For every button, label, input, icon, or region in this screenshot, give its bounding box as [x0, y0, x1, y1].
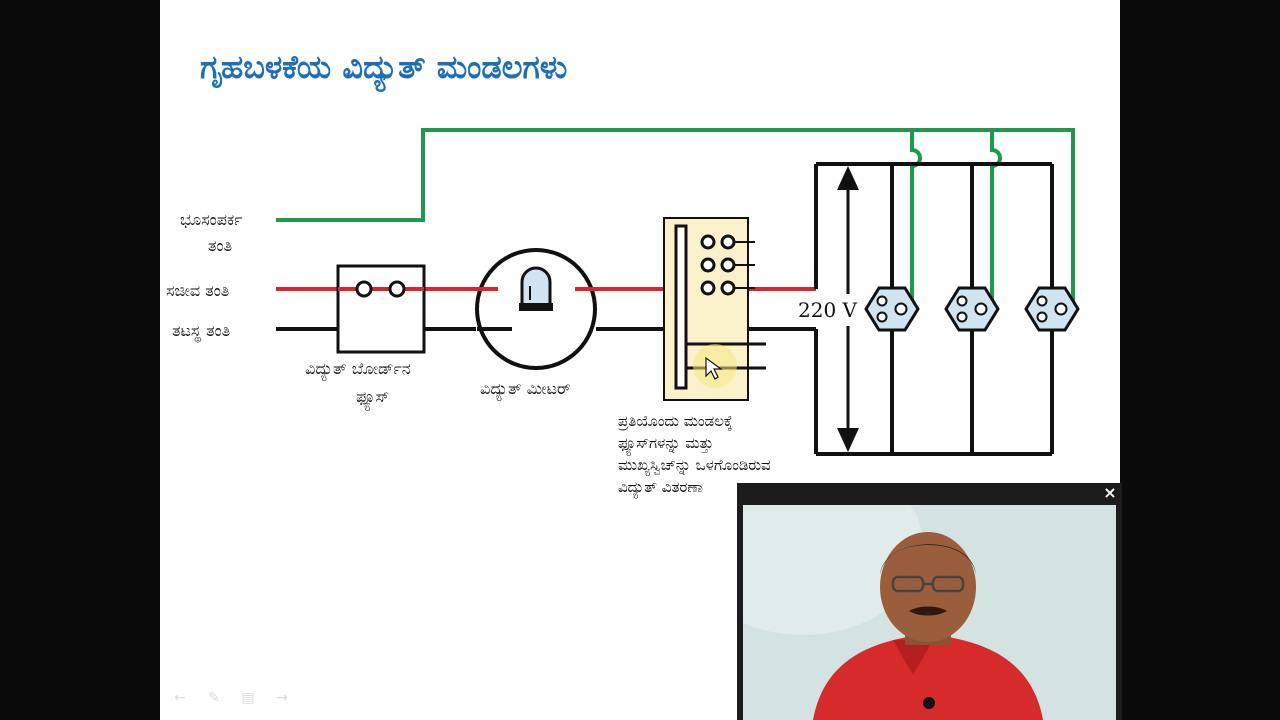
arrow-right-icon[interactable]: →: [276, 690, 288, 706]
electric-meter: [475, 248, 597, 370]
pen-icon[interactable]: ✎: [208, 690, 220, 706]
distribution-label-line1: ಪ್ರತಿಯೊಂದು ಮಂಡಲಕ್ಕೆ: [618, 412, 733, 431]
slide-title: ಗೃಹಬಳಕೆಯ ವಿದ್ಯುತ್ ಮಂಡಲಗಳು: [200, 48, 568, 86]
mouse-cursor-icon: [705, 356, 723, 380]
distribution-label-line2: ಫ್ಯೂಸ್‌ಗಳನ್ನು ಮತ್ತು: [618, 434, 713, 457]
socket-3: [1024, 286, 1080, 332]
presenter-figure: [743, 505, 1116, 720]
webcam-overlay[interactable]: ×: [737, 483, 1122, 720]
board-fuse-label-line1: ವಿದ್ಯುತ್ ಬೋರ್ಡ್‌ನ: [305, 359, 411, 381]
webcam-video: [743, 505, 1116, 720]
earth-wire-label-line2: ತಂತಿ: [208, 236, 232, 255]
earth-wire-label-line1: ಭೂಸಂಪರ್ಕ: [180, 210, 242, 229]
meter-label: ವಿದ್ಯುತ್ ಮೀಟರ್: [480, 379, 571, 401]
voltage-label-bg: [796, 294, 862, 326]
arrow-left-icon[interactable]: ←: [174, 690, 186, 706]
live-wire-label: ಸಜೀವ ತಂತಿ: [166, 281, 229, 300]
board-fuse-label-line2: ಫ್ಯೂಸ್: [356, 387, 389, 411]
distribution-label-line3: ಮುಖ್ಯಸ್ವಿಚ್‌ನ್ನು ಒಳಗೊಂಡಿರುವ: [618, 456, 771, 476]
voltage-label: 220 V: [798, 298, 858, 322]
socket-2: [944, 286, 1000, 332]
board-fuse: [336, 264, 426, 354]
close-icon[interactable]: ×: [1103, 483, 1117, 502]
slide-nav: ← ✎ ▤ →: [170, 690, 292, 706]
voltage-arrow: [837, 166, 859, 452]
menu-icon[interactable]: ▤: [241, 690, 255, 706]
distribution-label-line4: ವಿದ್ಯುತ್ ವಿತರಣಾ: [618, 478, 703, 499]
socket-1: [864, 286, 920, 332]
neutral-wire-label: ತಟಸ್ಥ ತಂತಿ: [172, 321, 230, 344]
